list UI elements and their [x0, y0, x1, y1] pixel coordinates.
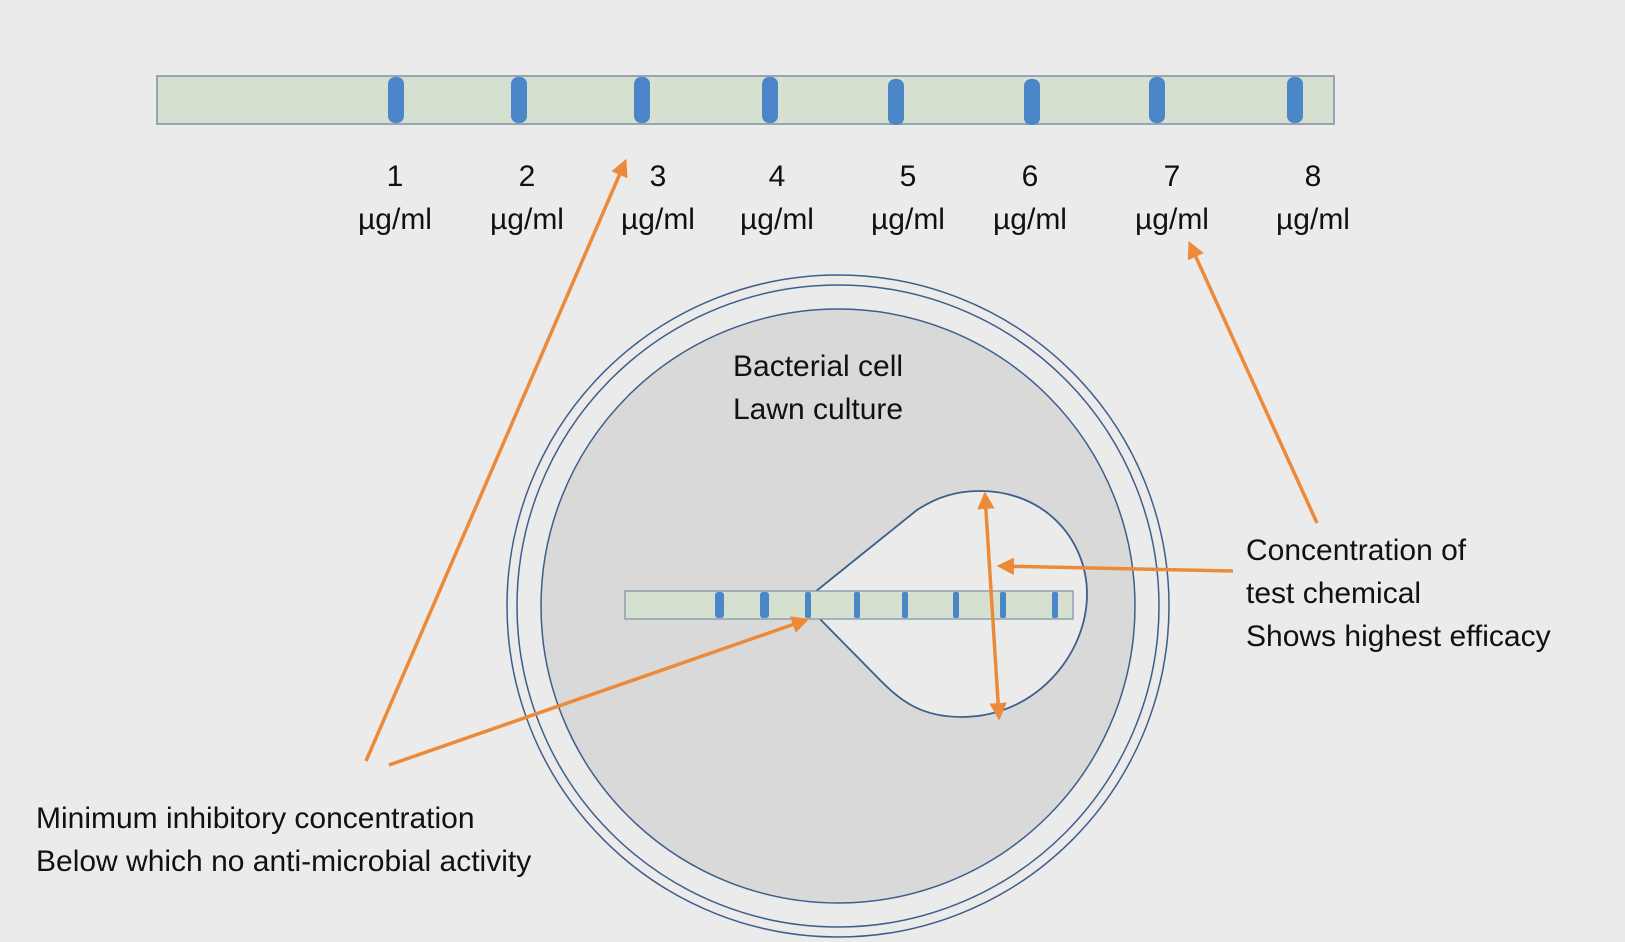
concentration-label-4: 4 µg/ml	[717, 155, 837, 241]
concentration-number: 5	[899, 160, 917, 193]
plate-strip-band-7	[1000, 592, 1006, 618]
efficacy-note-line-1: Concentration of	[1246, 534, 1467, 567]
top-strip-band-2	[511, 77, 527, 123]
top-strip-band-7	[1149, 77, 1165, 123]
concentration-unit: µg/ml	[871, 203, 945, 236]
top-strip	[156, 75, 1335, 125]
efficacy-note-line-2: test chemical	[1246, 577, 1422, 610]
concentration-unit: µg/ml	[740, 203, 814, 236]
mic-note: Minimum inhibitory concentration Below w…	[36, 797, 531, 883]
concentration-label-2: 2 µg/ml	[467, 155, 587, 241]
plate-strip-band-8	[1052, 592, 1058, 618]
efficacy-pointer-arrow	[996, 557, 1234, 576]
efficacy-note: Concentration of test chemical Shows hig…	[1246, 529, 1551, 658]
top-strip-band-1	[388, 77, 404, 123]
plate-rim-outer	[506, 274, 1170, 938]
plate-rim-inner	[516, 284, 1160, 928]
concentration-unit: µg/ml	[621, 203, 695, 236]
plate-label-line-2: Lawn culture	[733, 393, 904, 426]
plate-strip-band-5	[902, 592, 908, 618]
concentration-unit: µg/ml	[1135, 203, 1209, 236]
concentration-number: 3	[649, 160, 667, 193]
plate-strip-band-3	[805, 592, 811, 618]
concentration-number: 8	[1304, 160, 1322, 193]
mic-note-line-1: Minimum inhibitory concentration	[36, 802, 475, 835]
plate-label-line-1: Bacterial cell	[733, 350, 904, 383]
plate-strip-band-1	[715, 592, 724, 618]
concentration-number: 2	[518, 160, 536, 193]
top-strip-band-4	[762, 77, 778, 123]
zone-diameter-arrow	[977, 491, 1007, 721]
top-strip-band-8	[1287, 77, 1303, 123]
concentration-label-1: 1 µg/ml	[335, 155, 455, 241]
concentration-unit: µg/ml	[358, 203, 432, 236]
concentration-label-3: 3 µg/ml	[598, 155, 718, 241]
concentration-number: 1	[386, 160, 404, 193]
concentration-unit: µg/ml	[993, 203, 1067, 236]
plate-strip-band-2	[760, 592, 769, 618]
plate-strip-band-4	[854, 592, 860, 618]
concentration-label-5: 5 µg/ml	[848, 155, 968, 241]
concentration-label-7: 7 µg/ml	[1112, 155, 1232, 241]
concentration-number: 4	[768, 160, 786, 193]
plate-strip-band-6	[953, 592, 959, 618]
top-strip-band-3	[634, 77, 650, 123]
top-strip-body	[156, 75, 1335, 125]
concentration-number: 6	[1021, 160, 1039, 193]
mic-to-scale-arrow	[364, 158, 628, 762]
mic-note-line-2: Below which no anti-microbial activity	[36, 845, 532, 878]
mic-to-plate-arrow	[388, 616, 810, 767]
concentration-label-6: 6 µg/ml	[970, 155, 1090, 241]
concentration-unit: µg/ml	[1276, 203, 1350, 236]
top-strip-band-5	[888, 79, 904, 125]
efficacy-note-line-3: Shows highest efficacy	[1246, 620, 1551, 653]
plate-label: Bacterial cell Lawn culture	[733, 345, 903, 431]
arrows	[364, 158, 1319, 767]
concentration-unit: µg/ml	[490, 203, 564, 236]
concentration-label-8: 8 µg/ml	[1253, 155, 1373, 241]
efficacy-to-scale-arrow	[1187, 240, 1319, 524]
concentration-number: 7	[1163, 160, 1181, 193]
plate-strip	[624, 590, 1074, 620]
top-strip-band-6	[1024, 79, 1040, 125]
